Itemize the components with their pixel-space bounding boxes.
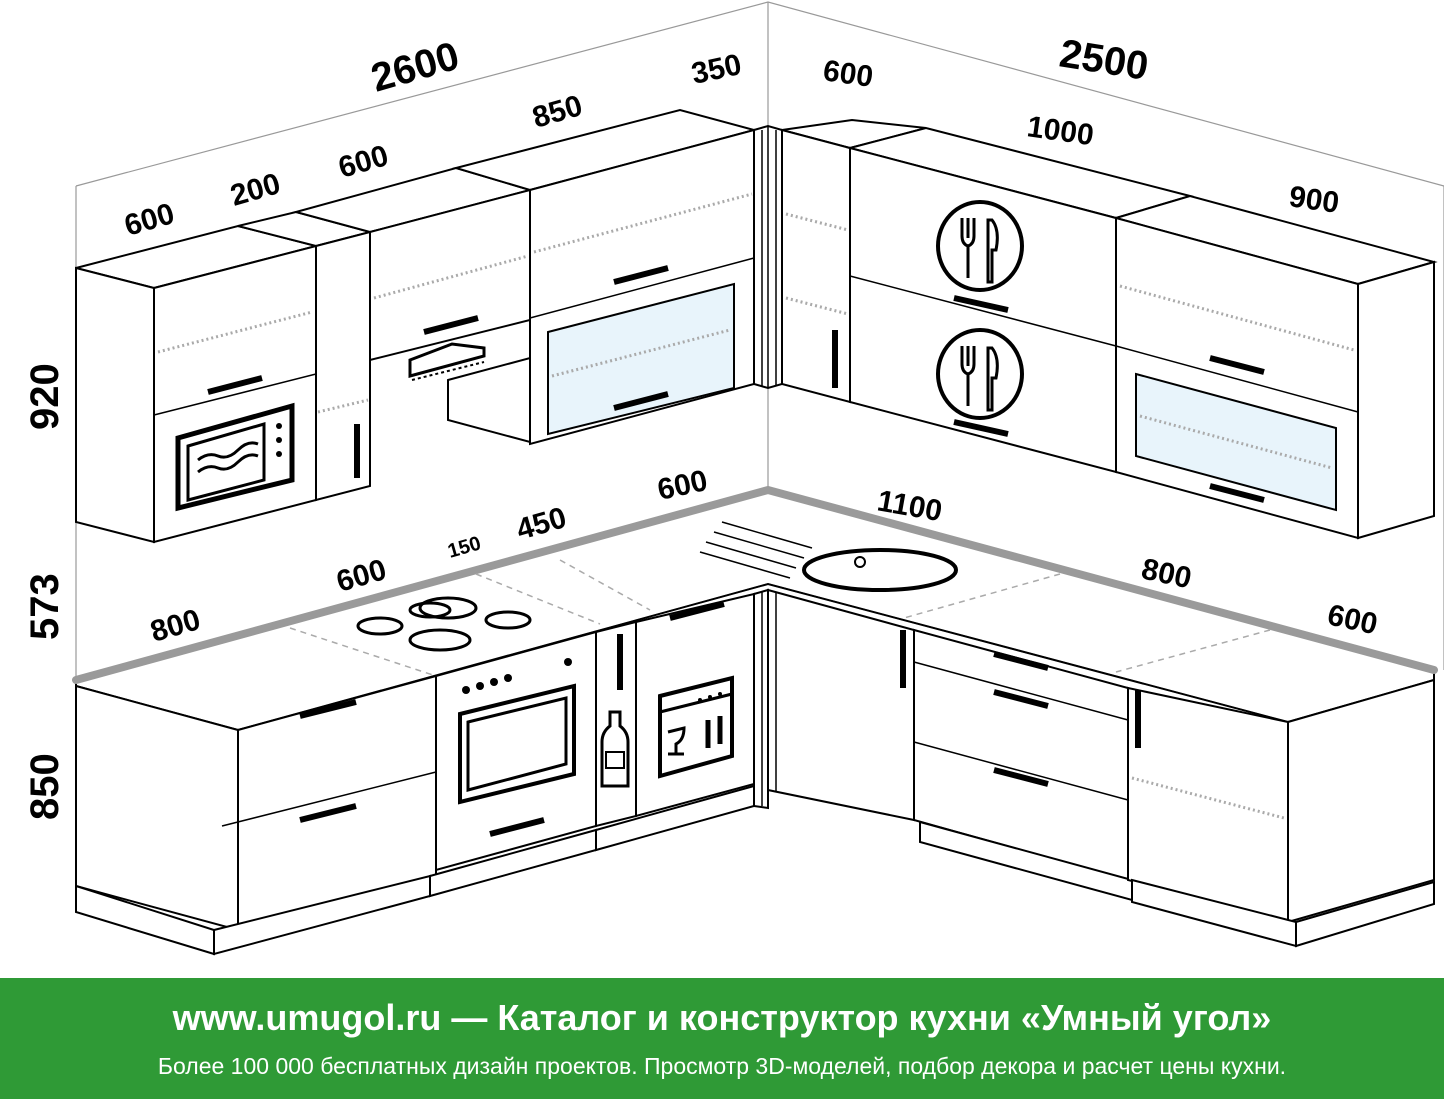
base-cabinet-drawers	[913, 628, 1133, 902]
upper-cabinet-900	[1112, 194, 1438, 540]
dimension-label: 600	[821, 54, 875, 94]
footer-title[interactable]: www.umugol.ru — Каталог и конструктор ку…	[172, 997, 1272, 1038]
dimension-label: 600	[121, 197, 178, 243]
base-cabinet-corner	[753, 588, 915, 822]
corner-column	[753, 124, 783, 390]
dimension-label: 850	[23, 753, 67, 820]
dimension-label: 600	[335, 139, 392, 185]
base-cabinet-right-600	[1127, 678, 1435, 948]
dimension-label: 600	[655, 464, 711, 507]
base-cabinet-800	[75, 674, 437, 956]
dimension-label: 600	[1325, 599, 1381, 642]
dishwasher-icon	[658, 675, 734, 779]
cutlery-icon	[936, 328, 1024, 437]
hob-icon	[356, 596, 532, 652]
base-cabinet-dishwasher	[635, 592, 755, 818]
dimension-label: 2600	[366, 34, 464, 101]
microwave-icon	[175, 402, 295, 512]
dimension-label: 573	[23, 573, 67, 640]
range-hood-icon	[408, 342, 486, 381]
upper-cabinet-hood	[292, 166, 534, 444]
dimension-label: 600	[333, 553, 390, 599]
dimension-label: 350	[689, 48, 745, 91]
dimension-label: 1000	[1025, 110, 1096, 152]
bottle-icon	[600, 710, 630, 788]
dimension-label: 800	[147, 603, 204, 649]
footer-banner: www.umugol.ru — Каталог и конструктор ку…	[0, 978, 1444, 1099]
dimension-label: 200	[227, 167, 284, 213]
dimension-label: 2500	[1057, 31, 1152, 88]
upper-cabinet-right-600	[781, 118, 927, 404]
upper-cabinet-glass	[452, 108, 758, 446]
sink-icon	[699, 521, 958, 592]
footer-subtitle: Более 100 000 бесплатных дизайн проектов…	[157, 1053, 1287, 1079]
dimension-label: 900	[1287, 180, 1341, 220]
dimension-label: 920	[23, 363, 67, 430]
oven-icon	[458, 658, 576, 805]
cutlery-icon	[936, 200, 1024, 313]
kitchen-drawing: 2600 2500 600 200 600 850 350 600 1000 9…	[23, 1, 1444, 956]
dimension-label: 850	[529, 89, 586, 135]
base-cabinet-150	[595, 620, 637, 828]
dimension-label: 150	[445, 532, 483, 562]
dimension-label: 450	[513, 501, 570, 547]
upper-cabinet-200	[237, 210, 374, 502]
upper-cabinet-microwave	[75, 224, 317, 544]
